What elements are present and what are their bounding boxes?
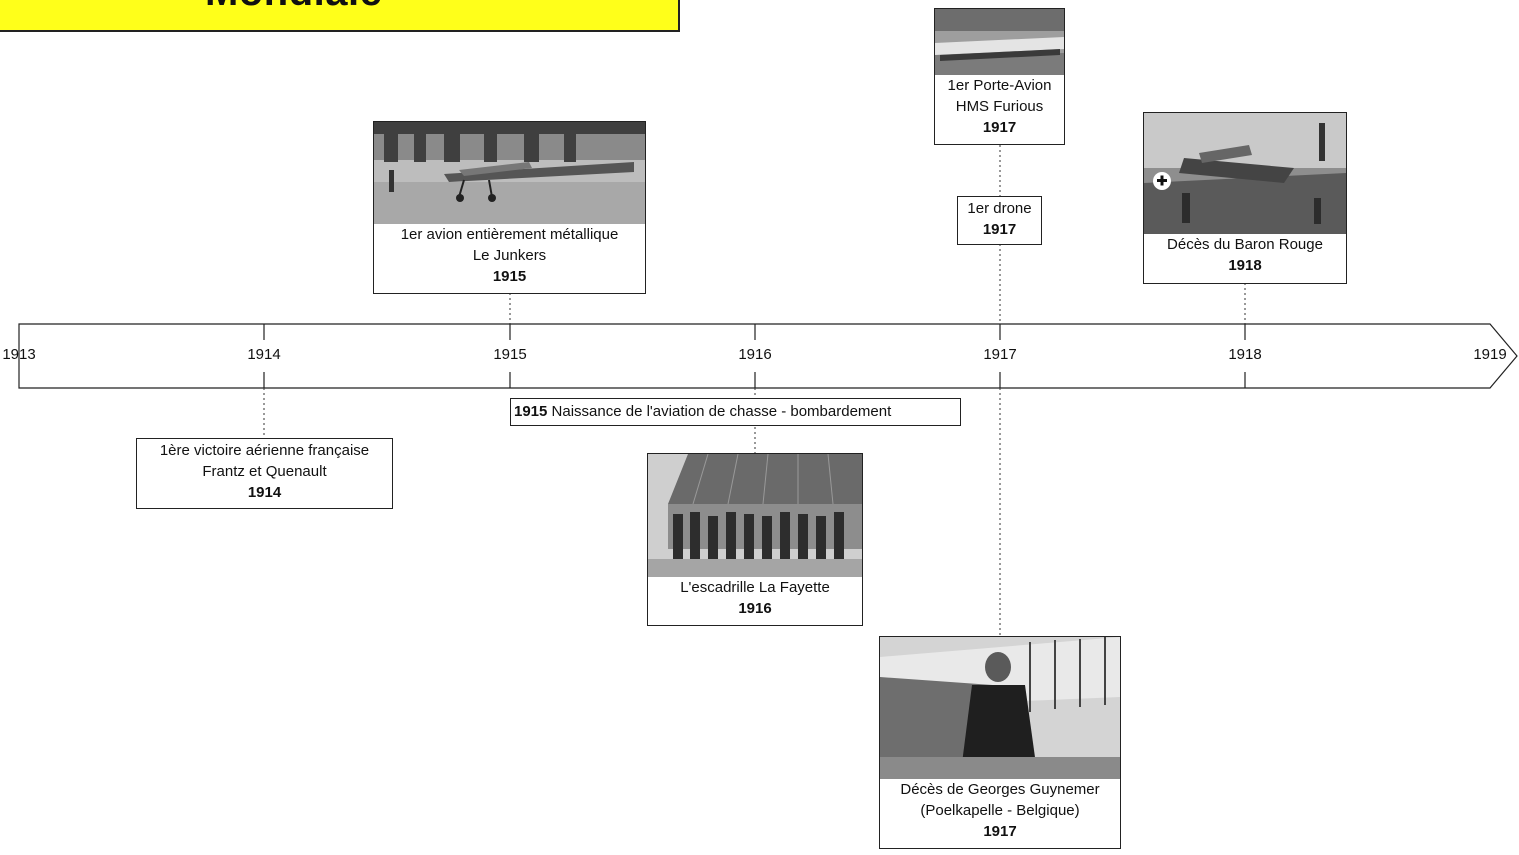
tick-label: 1914 (247, 346, 281, 363)
event-victoire[interactable]: 1ère victoire aérienne française Frantz … (136, 438, 393, 509)
event-year: 1918 (1228, 257, 1262, 274)
event-escadrille[interactable]: L'escadrille La Fayette 1916 (647, 453, 863, 626)
event-porte-avion[interactable]: 1er Porte-Avion HMS Furious 1917 (934, 8, 1065, 145)
event-sublabel: (Poelkapelle - Belgique) (920, 802, 1080, 819)
photo-squadron-group (648, 454, 862, 577)
photo-airplane-junkers (374, 122, 645, 224)
event-year: 1914 (247, 484, 282, 501)
tick-label: 1915 (493, 346, 527, 363)
event-year: 1915 (492, 268, 527, 285)
event-label: 1er Porte-Avion (947, 77, 1052, 94)
photo-crashed-plane (1144, 113, 1346, 234)
tick-label: 1918 (1228, 346, 1262, 363)
event-label: 1er avion entièrement métallique (400, 226, 619, 243)
event-sublabel: HMS Furious (955, 98, 1044, 115)
span-event-year: 1915 (514, 403, 548, 420)
tick-label: 1919 (1473, 346, 1507, 363)
photo-pilot-portrait (880, 637, 1120, 779)
photo-aircraft-carrier (935, 9, 1064, 75)
connectors (263, 145, 1246, 636)
tick-label: 1913 (2, 346, 36, 363)
tick-label: 1917 (983, 346, 1017, 363)
title-banner: Mondiale (0, 0, 680, 32)
event-junkers[interactable]: 1er avion entièrement métallique Le Junk… (373, 121, 646, 294)
event-year: 1917 (982, 119, 1017, 136)
tick-label: 1916 (738, 346, 772, 363)
event-sublabel: Frantz et Quenault (202, 463, 327, 480)
event-year: 1916 (738, 600, 772, 617)
event-sublabel: Le Junkers (472, 247, 547, 264)
event-label: Décès de Georges Guynemer (900, 781, 1100, 798)
event-baron-rouge[interactable]: Décès du Baron Rouge 1918 (1143, 112, 1347, 284)
event-year: 1917 (983, 823, 1017, 840)
span-event-text: Naissance de l'aviation de chasse - bomb… (551, 403, 892, 420)
event-label: 1ère victoire aérienne française (159, 442, 370, 459)
span-event-label[interactable]: 1915 Naissance de l'aviation de chasse -… (510, 398, 961, 426)
event-drone[interactable]: 1er drone 1917 (957, 196, 1042, 245)
page-title: Mondiale (205, 0, 382, 15)
event-year: 1917 (982, 221, 1017, 238)
event-label: 1er drone (967, 200, 1032, 217)
tick-marks (263, 324, 1246, 388)
event-guynemer[interactable]: Décès de Georges Guynemer (Poelkapelle -… (879, 636, 1121, 849)
event-label: Décès du Baron Rouge (1167, 236, 1323, 253)
event-label: L'escadrille La Fayette (680, 579, 830, 596)
